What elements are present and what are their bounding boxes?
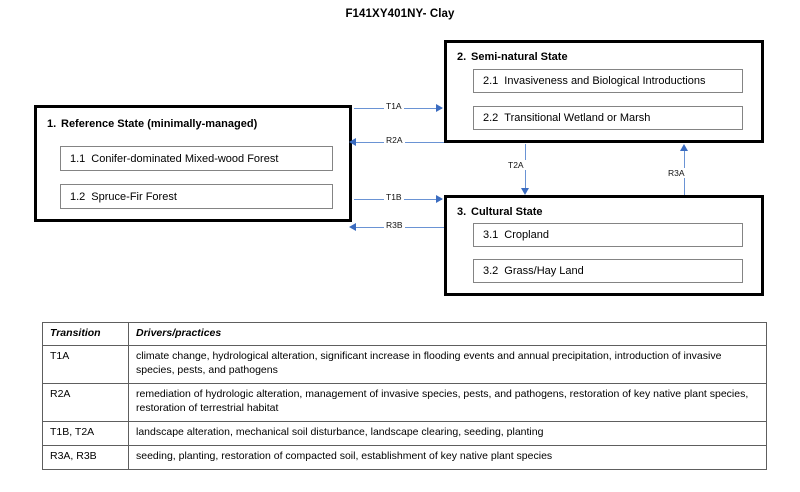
state-2-number: 2.: [457, 51, 467, 63]
phase-box-3-2[interactable]: 3.2 Grass/Hay Land: [473, 259, 743, 283]
table-header-row: Transition Drivers/practices: [42, 322, 767, 346]
cell-transition: R2A: [42, 382, 129, 422]
phase-box-2-1[interactable]: 2.1 Invasiveness and Biological Introduct…: [473, 69, 743, 93]
cell-drivers: seeding, planting, restoration of compac…: [128, 444, 767, 470]
table-row: R3A, R3B seeding, planting, restoration …: [42, 444, 767, 470]
state-box-2: 2. Semi-natural State 2.1 Invasiveness and…: [444, 40, 764, 143]
phase-box-3-1[interactable]: 3.1 Cropland: [473, 223, 743, 247]
arrow-label-r3a: R3A: [666, 168, 687, 178]
table-row: T1A climate change, hydrological alterat…: [42, 344, 767, 384]
arrow-label-t2a: T2A: [506, 160, 526, 170]
phase-1-1-number: 1.1: [70, 152, 86, 165]
arrow-head-r3b: [349, 223, 356, 231]
arrow-label-r2a: R2A: [384, 135, 405, 145]
phase-1-2-label: Spruce-Fir Forest: [91, 190, 177, 203]
arrow-head-t2a: [521, 188, 529, 195]
cell-transition: R3A, R3B: [42, 444, 129, 470]
state-2-name: Semi-natural State: [471, 51, 568, 63]
table-row: R2A remediation of hydrologic alteration…: [42, 382, 767, 422]
cell-drivers: remediation of hydrologic alteration, ma…: [128, 382, 767, 422]
phase-box-1-2[interactable]: 1.2 Spruce-Fir Forest: [60, 184, 333, 209]
phase-3-1-number: 3.1: [483, 229, 499, 241]
cell-transition: T1B, T2A: [42, 420, 129, 446]
arrow-label-r3b: R3B: [384, 220, 405, 230]
column-header-drivers: Drivers/practices: [128, 322, 767, 346]
arrow-label-t1a: T1A: [384, 101, 404, 111]
cell-drivers: climate change, hydrological alteration,…: [128, 344, 767, 384]
state-3-name: Cultural State: [471, 206, 543, 218]
arrow-head-t1a: [436, 104, 443, 112]
state-2-title: 2. Semi-natural State: [457, 51, 568, 63]
arrow-head-r3a: [680, 144, 688, 151]
state-1-number: 1.: [47, 118, 57, 130]
phase-2-2-number: 2.2: [483, 112, 499, 124]
phase-box-1-1[interactable]: 1.1 Conifer-dominated Mixed-wood Forest: [60, 146, 333, 171]
arrow-head-t1b: [436, 195, 443, 203]
phase-3-1-label: Cropland: [504, 229, 549, 241]
arrow-head-r2a: [349, 138, 356, 146]
phase-3-2-label: Grass/Hay Land: [504, 265, 584, 277]
transition-table: Transition Drivers/practices T1A climate…: [42, 322, 767, 470]
state-box-3: 3. Cultural State 3.1 Cropland 3.2 Grass/Ha…: [444, 195, 764, 296]
state-3-title: 3. Cultural State: [457, 206, 543, 218]
page-title: F141XY401NY- Clay: [345, 8, 455, 20]
phase-1-1-label: Conifer-dominated Mixed-wood Forest: [91, 152, 279, 165]
state-1-name: Reference State (minimally-managed): [61, 118, 258, 130]
phase-1-2-number: 1.2: [70, 190, 86, 203]
column-header-transition: Transition: [42, 322, 129, 346]
phase-2-1-label: Invasiveness and Biological Introduction…: [504, 75, 706, 87]
state-1-title: 1. Reference State (minimally-managed): [47, 118, 257, 130]
phase-box-2-2[interactable]: 2.2 Transitional Wetland or Marsh: [473, 106, 743, 130]
cell-transition: T1A: [42, 344, 129, 384]
phase-2-1-number: 2.1: [483, 75, 499, 87]
arrow-label-t1b: T1B: [384, 192, 404, 202]
phase-3-2-number: 3.2: [483, 265, 499, 277]
state-box-1: 1. Reference State (minimally-managed) 1.…: [34, 105, 352, 222]
table-row: T1B, T2A landscape alteration, mechanica…: [42, 420, 767, 446]
phase-2-2-label: Transitional Wetland or Marsh: [504, 112, 651, 124]
cell-drivers: landscape alteration, mechanical soil di…: [128, 420, 767, 446]
state-3-number: 3.: [457, 206, 467, 218]
